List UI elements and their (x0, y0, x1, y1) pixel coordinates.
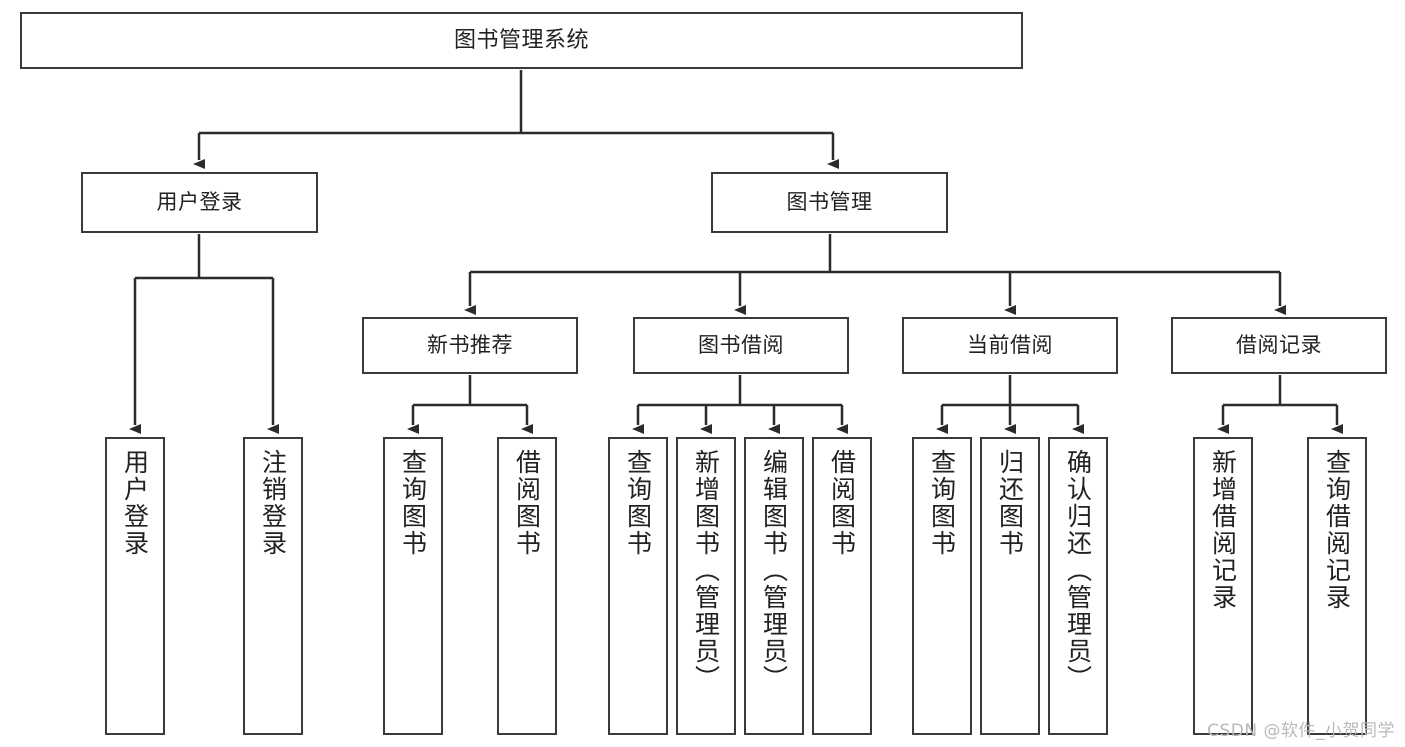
leaf-borrow-book-1[interactable]: 借阅图书 (497, 437, 557, 735)
node-book-borrow[interactable]: 图书借阅 (633, 317, 849, 374)
leaf-query-book-3[interactable]: 查询图书 (912, 437, 972, 735)
node-borrow-record-label: 借阅记录 (1236, 333, 1322, 358)
node-new-book-recommend-label: 新书推荐 (427, 333, 513, 358)
leaf-confirm-return[interactable]: 确认归还（管理员） (1048, 437, 1108, 735)
node-new-book-recommend[interactable]: 新书推荐 (362, 317, 578, 374)
leaf-query-record-label: 查询借阅记录 (1322, 449, 1352, 611)
leaf-query-book-2-label: 查询图书 (623, 449, 653, 557)
csdn-watermark: CSDN @软件_小贺同学 (1207, 721, 1395, 741)
leaf-query-book-2[interactable]: 查询图书 (608, 437, 668, 735)
node-book-manage[interactable]: 图书管理 (711, 172, 948, 233)
leaf-edit-book[interactable]: 编辑图书（管理员） (744, 437, 804, 735)
node-book-borrow-label: 图书借阅 (698, 333, 784, 358)
leaf-borrow-book-2-label: 借阅图书 (827, 449, 857, 557)
leaf-query-book-3-label: 查询图书 (927, 449, 957, 557)
leaf-user-login-label: 用户登录 (120, 449, 150, 557)
node-root-system[interactable]: 图书管理系统 (20, 12, 1023, 69)
leaf-logout[interactable]: 注销登录 (243, 437, 303, 735)
node-borrow-record[interactable]: 借阅记录 (1171, 317, 1387, 374)
leaf-user-login[interactable]: 用户登录 (105, 437, 165, 735)
leaf-return-book[interactable]: 归还图书 (980, 437, 1040, 735)
node-current-borrow-label: 当前借阅 (967, 333, 1053, 358)
leaf-query-book-1[interactable]: 查询图书 (383, 437, 443, 735)
leaf-return-book-label: 归还图书 (995, 449, 1025, 557)
leaf-add-book-label: 新增图书（管理员） (691, 449, 721, 692)
leaf-add-record-label: 新增借阅记录 (1208, 449, 1238, 611)
node-book-manage-label: 图书管理 (786, 190, 873, 215)
leaf-logout-label: 注销登录 (258, 449, 288, 557)
leaf-add-book[interactable]: 新增图书（管理员） (676, 437, 736, 735)
leaf-edit-book-label: 编辑图书（管理员） (759, 449, 789, 692)
leaf-borrow-book-2[interactable]: 借阅图书 (812, 437, 872, 735)
node-user-login-label: 用户登录 (156, 190, 243, 215)
node-root-label: 图书管理系统 (453, 27, 589, 53)
leaf-add-record[interactable]: 新增借阅记录 (1193, 437, 1253, 735)
leaf-borrow-book-1-label: 借阅图书 (512, 449, 542, 557)
node-current-borrow[interactable]: 当前借阅 (902, 317, 1118, 374)
leaf-query-record[interactable]: 查询借阅记录 (1307, 437, 1367, 735)
leaf-query-book-1-label: 查询图书 (398, 449, 428, 557)
leaf-confirm-return-label: 确认归还（管理员） (1063, 449, 1093, 692)
node-user-login[interactable]: 用户登录 (81, 172, 318, 233)
